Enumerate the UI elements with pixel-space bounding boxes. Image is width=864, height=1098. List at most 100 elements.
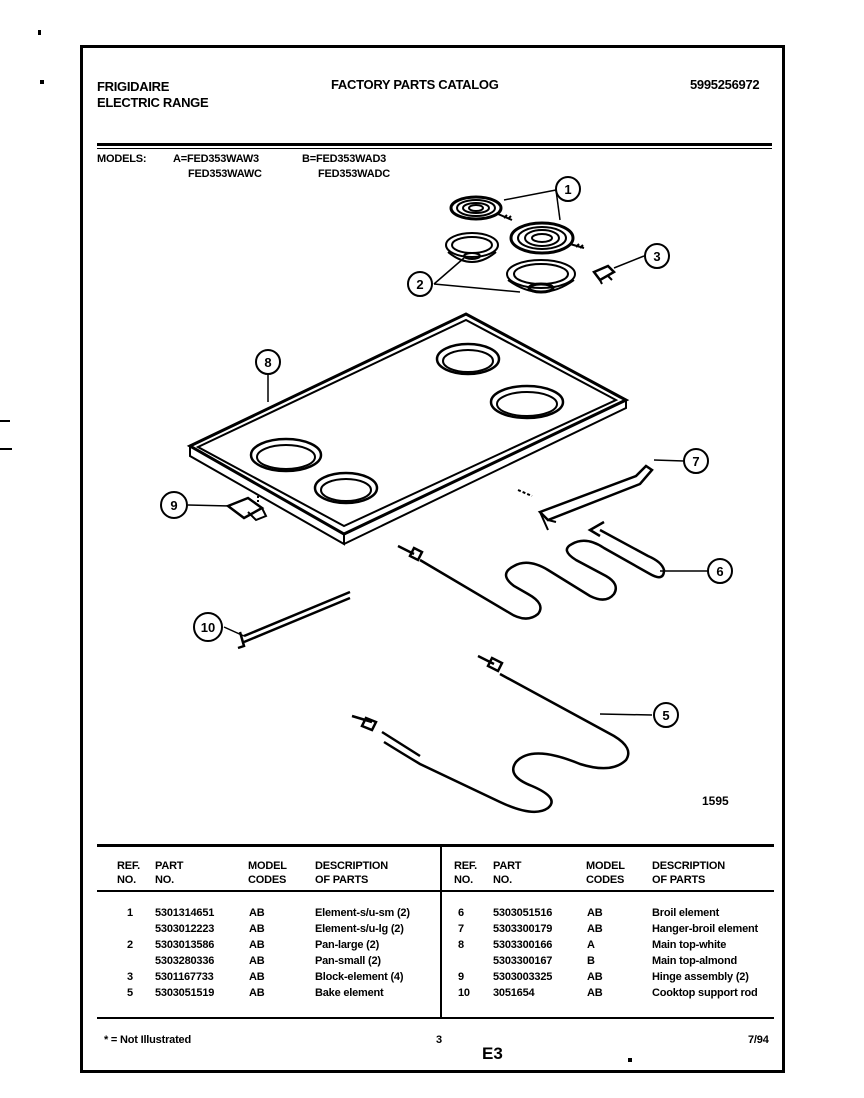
cooktop-support-rod bbox=[237, 590, 351, 650]
table-cell: Element-s/u-sm (2) bbox=[315, 907, 410, 919]
callout-1: 1 bbox=[564, 182, 571, 197]
broil-element bbox=[397, 520, 666, 620]
element-block bbox=[592, 264, 617, 285]
page-frame bbox=[80, 45, 785, 1073]
table-cell: 5301167733 bbox=[155, 971, 214, 983]
brand-line-2: ELECTRIC RANGE bbox=[97, 95, 209, 110]
table-divider bbox=[440, 847, 442, 1017]
table-cell: Broil element bbox=[652, 907, 720, 919]
table-cell: 5 bbox=[127, 987, 133, 999]
large-drip-pan bbox=[506, 259, 576, 294]
table-cell bbox=[127, 921, 133, 937]
figure-code: 1595 bbox=[702, 794, 729, 808]
model-a-1: A=FED353WAW3 bbox=[173, 153, 259, 165]
callout-9: 9 bbox=[170, 498, 177, 513]
table-bottom-rule bbox=[97, 1017, 774, 1019]
right-desc-column: Broil element Hanger-broil element Main … bbox=[652, 905, 758, 1001]
table-cell: 8 bbox=[458, 939, 464, 951]
left-codes-column: AB AB AB AB AB AB bbox=[249, 905, 265, 1001]
table-cell: Hinge assembly (2) bbox=[652, 971, 749, 983]
revision-date: 7/94 bbox=[748, 1034, 769, 1046]
table-cell: 5303300166 bbox=[493, 939, 553, 951]
table-cell: 6 bbox=[458, 907, 464, 919]
table-cell: AB bbox=[587, 907, 603, 919]
table-cell: AB bbox=[249, 907, 265, 919]
table-cell: 5303012223 bbox=[155, 923, 215, 935]
table-cell: 5303051519 bbox=[155, 987, 215, 999]
table-cell bbox=[127, 953, 133, 969]
table-cell: 9 bbox=[458, 971, 464, 983]
table-cell: Main top-almond bbox=[652, 955, 737, 967]
table-cell: A bbox=[587, 939, 595, 951]
scan-mark bbox=[0, 420, 10, 422]
not-illustrated-note: * = Not Illustrated bbox=[104, 1034, 191, 1046]
table-cell: 5303013586 bbox=[155, 939, 215, 951]
catalog-title: FACTORY PARTS CATALOG bbox=[331, 77, 499, 92]
leader-lines bbox=[187, 189, 708, 716]
hinge-assembly bbox=[225, 496, 268, 522]
table-cell: 7 bbox=[458, 923, 464, 935]
broil-hanger bbox=[517, 464, 654, 531]
table-cell: Block-element (4) bbox=[315, 971, 404, 983]
table-cell: AB bbox=[249, 923, 265, 935]
callout-2: 2 bbox=[416, 277, 423, 292]
small-surface-element bbox=[449, 195, 513, 221]
table-cell: 10 bbox=[458, 987, 470, 999]
callout-3: 3 bbox=[653, 249, 660, 264]
table-cell: 5303280336 bbox=[155, 955, 215, 967]
scan-mark bbox=[0, 448, 12, 450]
table-cell: Pan-small (2) bbox=[315, 955, 381, 967]
table-cell: 5303003325 bbox=[493, 971, 553, 983]
right-codes-column: AB AB A B AB AB bbox=[587, 905, 603, 1001]
table-cell: AB bbox=[587, 987, 603, 999]
scan-mark bbox=[40, 80, 44, 84]
table-cell: AB bbox=[249, 939, 265, 951]
table-cell: Bake element bbox=[315, 987, 384, 999]
header-rule-thin bbox=[97, 148, 772, 149]
table-cell: AB bbox=[249, 955, 265, 967]
left-ref-column: 1 2 3 5 bbox=[127, 905, 133, 1001]
right-ref-column: 6 7 8 9 10 bbox=[458, 905, 470, 1001]
models-label: MODELS: bbox=[97, 153, 147, 165]
model-b-1: B=FED353WAD3 bbox=[302, 153, 387, 165]
table-cell: 5303300179 bbox=[493, 923, 553, 935]
right-part-column: 5303051516 5303300179 5303300166 5303300… bbox=[493, 905, 552, 1001]
table-cell: AB bbox=[249, 987, 265, 999]
table-cell: 5301314651 bbox=[155, 907, 215, 919]
section-code: E3 bbox=[482, 1044, 503, 1063]
brand-line-1: FRIGIDAIRE bbox=[97, 79, 170, 94]
callout-5: 5 bbox=[662, 708, 669, 723]
table-top-rule bbox=[97, 844, 774, 847]
callout-6: 6 bbox=[716, 564, 723, 579]
table-cell: 3 bbox=[127, 971, 133, 983]
small-drip-pan bbox=[445, 232, 499, 263]
bake-element bbox=[351, 654, 630, 814]
scan-mark bbox=[628, 1058, 632, 1062]
large-surface-element bbox=[509, 221, 585, 255]
table-cell: 3051654 bbox=[493, 987, 535, 999]
table-cell: Pan-large (2) bbox=[315, 939, 380, 951]
table-cell: B bbox=[587, 955, 595, 967]
header-rule bbox=[97, 143, 772, 146]
left-desc-column: Element-s/u-sm (2) Element-s/u-lg (2) Pa… bbox=[315, 905, 410, 1001]
table-cell: 1 bbox=[127, 907, 133, 919]
main-top bbox=[186, 312, 630, 546]
table-cell: Element-s/u-lg (2) bbox=[315, 923, 404, 935]
model-b-2: FED353WADC bbox=[318, 168, 390, 180]
left-part-column: 5301314651 5303012223 5303013586 5303280… bbox=[155, 905, 214, 1001]
header-ref-left: REF.NO. bbox=[117, 860, 141, 886]
table-header-rule bbox=[97, 890, 774, 892]
table-cell: Cooktop support rod bbox=[652, 987, 758, 999]
callout-10: 10 bbox=[201, 620, 215, 635]
table-cell: AB bbox=[249, 971, 265, 983]
table-cell: 2 bbox=[127, 939, 133, 951]
table-cell: Hanger-broil element bbox=[652, 923, 759, 935]
table-cell bbox=[458, 953, 470, 969]
table-cell: 5303300167 bbox=[493, 955, 553, 967]
